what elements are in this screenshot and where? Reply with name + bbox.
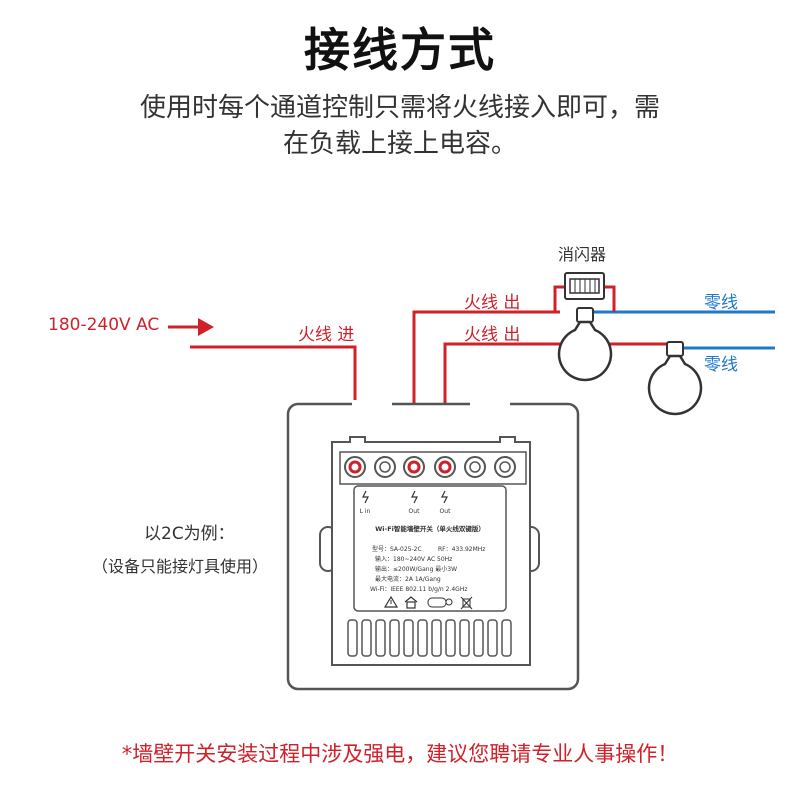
label-input: 输入：180~240V AC 50Hz xyxy=(375,555,452,563)
safety-warning: *墙壁开关安装过程中涉及强电，建议您聘请专业人事操作！ xyxy=(121,742,679,766)
page-title: 接线方式 xyxy=(304,23,496,77)
terminal-screw-blank-1 xyxy=(374,456,396,478)
switch-device xyxy=(286,400,580,691)
label-heading: Wi-Fi智能墙壁开关（单火线双键版） xyxy=(375,524,485,533)
vent-slots xyxy=(347,619,512,657)
wifi-logo-icon xyxy=(427,597,453,608)
terminal-screw-blank-3 xyxy=(494,456,516,478)
terminal-screw-out-1 xyxy=(403,456,425,478)
terminal-label-lin: L in xyxy=(360,508,371,515)
capacitor-label: 消闪器 xyxy=(558,245,607,264)
live-in-label: 火线 进 xyxy=(298,325,355,345)
capacitor-icon xyxy=(553,272,616,312)
terminal-label-out-2: Out xyxy=(440,508,452,515)
live-out-label-2: 火线 出 xyxy=(464,325,521,345)
example-label: 以2C为例： xyxy=(144,524,235,544)
live-out-label-1: 火线 出 xyxy=(464,293,521,313)
terminal-screw-lin xyxy=(344,456,366,478)
bolt-icon xyxy=(362,490,448,504)
label-max-current: 最大电流：2A 1A/Gang xyxy=(375,575,441,583)
neutral-label-2: 零线 xyxy=(704,355,738,375)
warning-icon xyxy=(383,595,399,608)
terminal-label-out-1: Out xyxy=(409,508,421,515)
label-rf: RF：433.92MHz xyxy=(438,546,485,553)
example-note: （设备只能接灯具使用） xyxy=(92,557,269,576)
label-model: 型号：SA-025-2C xyxy=(372,545,422,553)
terminal-screw-out-2 xyxy=(434,456,456,478)
neutral-label-1: 零线 xyxy=(704,293,738,313)
label-wifi: Wi-Fi：IEEE 802.11 b/g/n 2.4GHz xyxy=(370,586,468,593)
terminal-screw-blank-2 xyxy=(464,456,486,478)
label-output: 输出：≤200W/Gang 最小3W xyxy=(375,565,457,573)
subtitle-line-1: 使用时每个通道控制只需将火线接入即可，需 xyxy=(139,93,660,123)
input-voltage-label: 180-240V AC xyxy=(48,315,160,335)
lamp-2-icon xyxy=(647,341,703,416)
lamp-1-icon xyxy=(557,307,613,382)
input-arrow-icon xyxy=(168,318,214,336)
indoor-use-icon xyxy=(404,596,418,609)
weee-bin-icon xyxy=(460,596,473,610)
subtitle-line-2: 在负载上接上电容。 xyxy=(282,129,517,159)
